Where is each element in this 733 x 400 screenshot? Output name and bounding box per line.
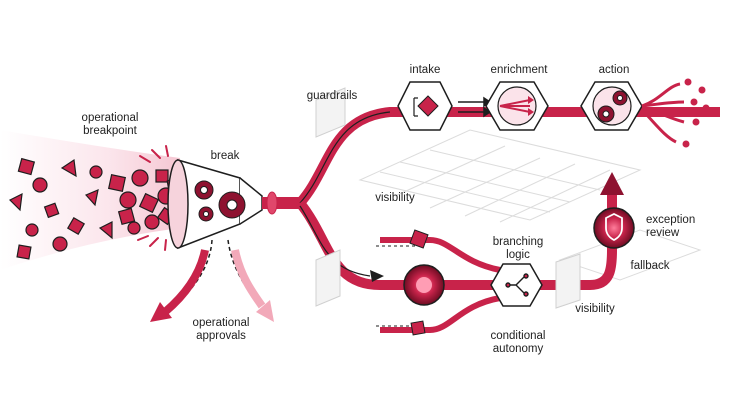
approvals-arrows (150, 239, 274, 322)
label-conditional-autonomy: conditional autonomy (490, 330, 546, 355)
intake-arrows (458, 96, 492, 118)
label-action: action (598, 64, 630, 76)
shield-icon (593, 207, 635, 249)
visibility-panel (555, 253, 581, 309)
intake-stage (397, 81, 453, 131)
label-break: break (210, 150, 240, 162)
incoming-items (0, 130, 181, 270)
gear-icon (597, 90, 628, 123)
background-grid (358, 129, 702, 281)
funnel-icon (167, 159, 263, 250)
glow-node (403, 264, 445, 306)
output-dots (682, 78, 710, 148)
label-visibility-bottom: visibility (575, 303, 615, 315)
label-branching-logic: branching logic (492, 236, 544, 261)
output-arrows (640, 82, 685, 144)
action-stage (580, 81, 643, 131)
enrichment-stage (485, 81, 549, 131)
label-fallback: fallback (630, 260, 670, 272)
branch-icon (505, 273, 529, 297)
label-operational-breakpoint: operational breakpoint (81, 112, 139, 137)
label-intake: intake (409, 64, 441, 76)
bottom-incoming (376, 229, 501, 336)
label-guardrails: guardrails (306, 90, 358, 102)
label-operational-approvals: operational approvals (192, 317, 250, 342)
main-pipe (262, 107, 720, 290)
gear-icon (194, 180, 246, 222)
label-visibility-top: visibility (375, 192, 415, 204)
guardrails (315, 87, 346, 307)
label-enrichment: enrichment (490, 64, 548, 76)
label-exception-review: exception review (646, 214, 696, 239)
